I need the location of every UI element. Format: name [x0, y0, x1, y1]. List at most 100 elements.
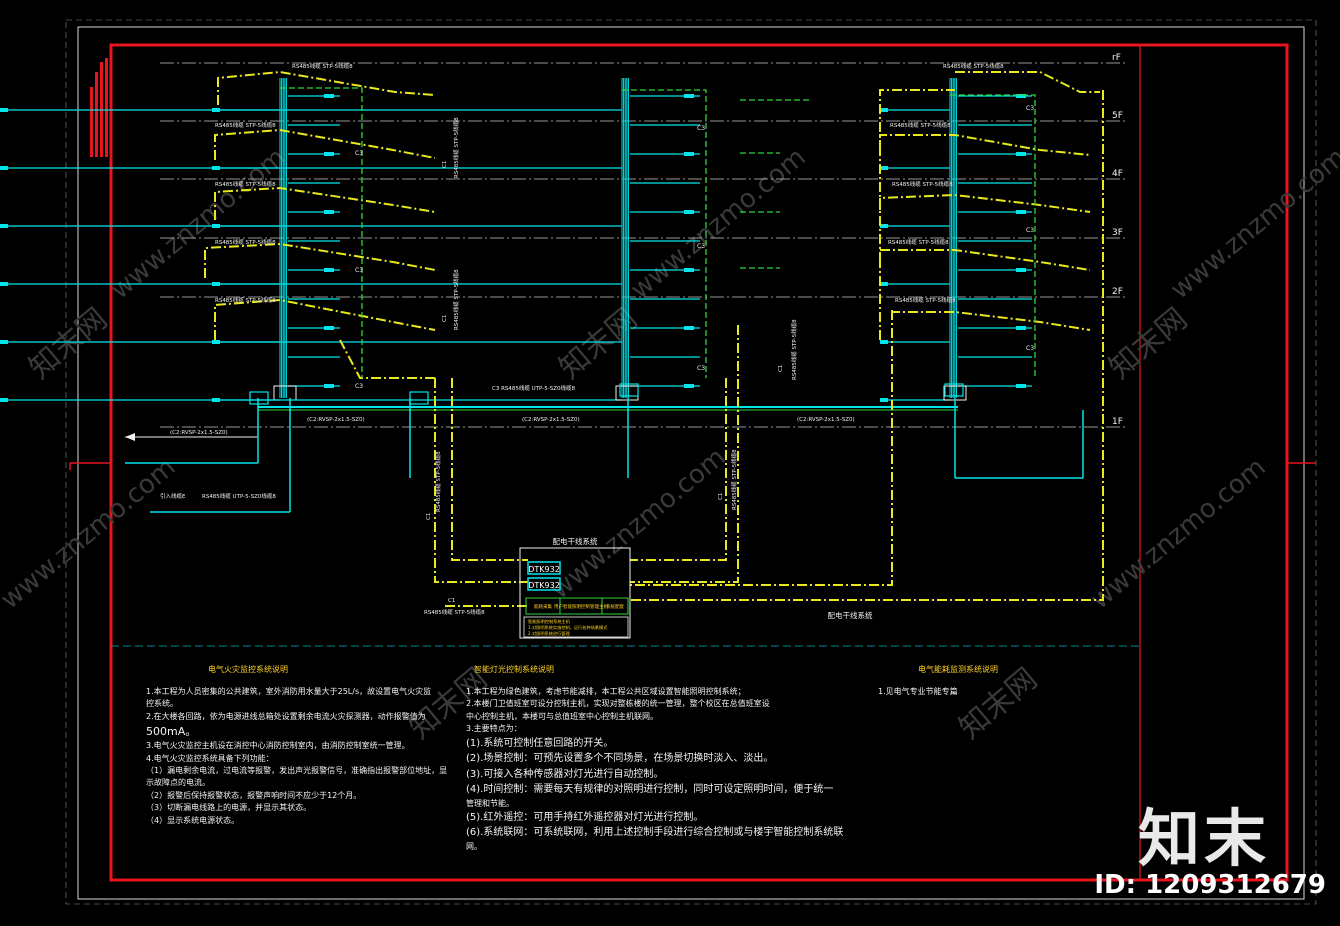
legend-note-2: 1.对照明系统实施控制，运行各种场景模式 [528, 624, 608, 631]
branch-device [1016, 326, 1026, 330]
svg-text:C3: C3 [1026, 345, 1034, 352]
note-line: （2）报警后保持报警状态，报警声响时间不应少于12个月。 [146, 790, 362, 800]
label-stp-8: RS485线缆 STP-5线缆8 [892, 180, 953, 188]
watermark-layer: 知末网 www.znzmo.com 知末网 www.znzmo.com 知末网 … [0, 142, 1340, 746]
cable-loop [214, 298, 436, 340]
branch-device [684, 152, 694, 156]
branch-device [1016, 384, 1026, 388]
bus-junction [409, 391, 429, 405]
note-line: 2.本楼门卫值班室可设分控制主机，实现对整栋楼的统一管理，整个校区在总值班室设 [466, 699, 770, 709]
svg-text:C1: C1 [442, 161, 448, 168]
branch-device [1016, 94, 1026, 98]
svg-text:C3: C3 [697, 243, 705, 250]
c3-labels: C3 C3 C3 C3 C3 C3 C3 C3 C3 [355, 105, 1034, 390]
svg-text:RS485线缆 STP-5线缆8: RS485线缆 STP-5线缆8 [730, 449, 738, 510]
label-bus-mid: C3 RS485线缆 UTP-5-SZ0线缆8 [492, 384, 575, 392]
margin-bars [90, 58, 108, 157]
legend-note-1: 智能照明控制系统主机 [528, 618, 571, 625]
note-line: 1.见电气专业节能专篇 [878, 687, 958, 696]
branch-device [324, 210, 334, 214]
svg-text:C3: C3 [1026, 105, 1034, 112]
cable-loop [879, 89, 955, 150]
bus-lines [125, 398, 1084, 513]
svg-text:C1: C1 [718, 493, 724, 500]
note-line: 500mA。 [146, 725, 197, 739]
note-line: 网。 [466, 841, 482, 851]
riser-group [0, 70, 1100, 405]
label-stp-5: RS485线缆 STP-5线缆8 [215, 296, 276, 304]
branch-device [324, 152, 334, 156]
watermark-id: ID: 1209312679 [1094, 870, 1326, 900]
bus-junction [249, 391, 269, 405]
legend-cell-3: 系统配套 [606, 603, 624, 610]
controller-unit-2 [527, 577, 561, 591]
branch-device [684, 384, 694, 388]
branch-device [324, 326, 334, 330]
note-line: (4).时间控制：需要每天有规律的对照明进行控制，同时可设定照明时间，便于统一 [466, 784, 834, 796]
watermark-site-1: www.znzmo.com [105, 142, 291, 305]
note-line: 1.本工程为人员密集的公共建筑，室外消防用水量大于25L/s，故设置电气火灾监 [146, 687, 432, 696]
svg-text:RS485线缆 STP-5线缆8: RS485线缆 STP-5线缆8 [434, 451, 442, 512]
bus-junction [944, 383, 964, 397]
svg-text:C3: C3 [355, 267, 363, 274]
label-stp-6: RS485线缆 STP-5线缆8 [943, 62, 1004, 70]
cable-loop [217, 70, 436, 105]
branch-device-left [0, 224, 8, 228]
center-ticks [69, 462, 1316, 470]
vertical-labels: RS485线缆 STP-5线缆8 C1 RS485线缆 STP-5线缆8 C1 … [426, 117, 798, 520]
label-trunk-3: (C2:RVSP-2x1.5-SZ0) [797, 417, 855, 423]
cable-loop [879, 193, 1091, 262]
floor-label: rF [1112, 53, 1121, 63]
svg-text:C3: C3 [697, 125, 705, 132]
svg-text:C3: C3 [355, 383, 363, 390]
watermark-cn-3: 知末网 [1103, 301, 1194, 386]
note-line: 控系统。 [146, 699, 178, 709]
note-line: (6).系统联网：可系统联网，利用上述控制手段进行综合控制或与楼宇智能控制系统联 [466, 827, 844, 839]
branch-device-left [880, 282, 888, 286]
arrow-head-left [125, 433, 135, 441]
floor-label: 2F [1112, 287, 1123, 297]
section-lighting: 智能灯光控制系统说明 1.本工程为绿色建筑，考虑节能减排，本工程公共区域设置智能… [466, 664, 843, 864]
cable-loop [214, 128, 436, 160]
note-line: (5).红外遥控：可用手持红外遥控器对灯光进行控制。 [466, 811, 704, 823]
controller-unit-1 [527, 561, 561, 575]
note-line: (2).场景控制：可预先设置多个不同场景，在场景切换时淡入、淡出。 [466, 753, 774, 765]
branch-device [684, 210, 694, 214]
branch-device-left [0, 340, 8, 344]
bus-junction [619, 383, 639, 397]
note-line: 示故障点的电流。 [146, 778, 210, 788]
label-stp-4: RS485线缆 STP-5线缆8 [215, 238, 276, 246]
label-bottom-c1: C1 [448, 598, 455, 604]
watermark-site-6: www.znzmo.com [1085, 452, 1271, 615]
section-title-energy: 电气能耗监测系统说明 [918, 665, 998, 674]
label-arrow-out: (C2:RVSP-2x1.5-SZ0) [170, 430, 228, 436]
legend-cell-2: 用户智能照明控制管理主机 [554, 603, 608, 610]
sheet-trim-border [65, 19, 1317, 905]
branch-device [684, 94, 694, 98]
branch-device-left [0, 282, 8, 286]
label-bottom-arrow: RS485线缆 STP-5线缆8 [424, 608, 485, 616]
label-bottom-left: RS485线缆 UTP-5-SZ0线缆8 [202, 492, 276, 500]
floor-label: 4F [1112, 169, 1123, 179]
label-trunk-2: (C2:RVSP-2x1.5-SZ0) [522, 417, 580, 423]
branch-device-left [0, 108, 8, 112]
note-line: 1.本工程为绿色建筑，考虑节能减排，本工程公共区域设置智能照明控制系统； [466, 687, 746, 696]
cable-loop [879, 249, 1091, 340]
watermark-cn-1: 知末网 [23, 301, 114, 386]
svg-text:RS485线缆 STP-5线缆8: RS485线缆 STP-5线缆8 [790, 319, 798, 380]
label-stp-1: RS485线缆 STP-5线缆8 [292, 62, 353, 70]
green-cable [280, 87, 363, 378]
note-line: (1).系统可控制任意回路的开关。 [466, 737, 614, 749]
green-cable [950, 94, 1036, 378]
branch-device [1016, 152, 1026, 156]
section-title-fire: 电气火灾监控系统说明 [208, 665, 288, 674]
branch-device-left [880, 166, 888, 170]
branch-device [324, 268, 334, 272]
cable-loop [339, 339, 435, 379]
branch-device [324, 94, 334, 98]
label-stp-3: RS485线缆 STP-5线缆8 [215, 180, 276, 188]
branch-device-left [880, 340, 888, 344]
watermark-site-5: www.znzmo.com [545, 442, 731, 605]
